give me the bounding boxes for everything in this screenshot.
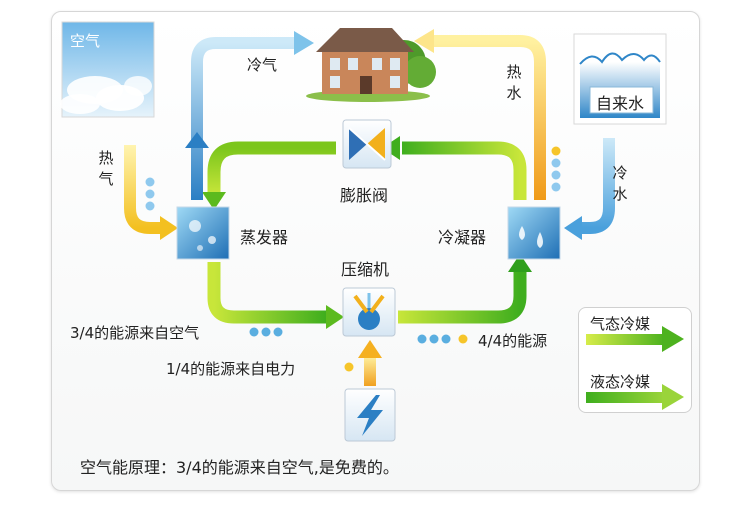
- water-tile: [573, 33, 667, 125]
- compressor-label: 压缩机: [341, 260, 390, 279]
- cold-water-flow: [564, 138, 615, 240]
- house-icon: [306, 28, 436, 102]
- condenser-cube-icon: [507, 206, 561, 260]
- cold-air-label: 冷气: [247, 56, 278, 74]
- compressor-icon: [342, 287, 396, 337]
- legend-liquid-label: 液态冷媒: [590, 373, 651, 391]
- hot-water-flow: [414, 29, 546, 200]
- water-tile-label: 自来水: [596, 94, 645, 113]
- energy-electric-label: 1/4的能源来自电力: [166, 360, 296, 378]
- hot-air-flow: [124, 145, 178, 240]
- hot-water-label: 热水: [506, 63, 522, 102]
- cold-water-label: 冷水: [612, 164, 628, 203]
- refrigerant-loop: [202, 136, 532, 329]
- hot-air-label: 热气: [98, 149, 114, 188]
- expansion-valve-icon: [342, 119, 392, 169]
- lightning-icon: [344, 388, 396, 442]
- principle-caption: 空气能原理：3/4的能源来自空气,是免费的。: [80, 458, 399, 477]
- condenser-label: 冷凝器: [438, 228, 487, 247]
- air-tile-label: 空气: [70, 32, 101, 50]
- energy-total-label: 4/4的能源: [478, 332, 548, 350]
- evaporator-cube-icon: [176, 206, 230, 260]
- evaporator-label: 蒸发器: [240, 228, 289, 247]
- expansion-valve-label: 膨胀阀: [340, 186, 389, 205]
- electric-flow: [358, 340, 382, 386]
- air-tile: [60, 21, 155, 118]
- legend-gas-label: 气态冷媒: [590, 315, 651, 333]
- cold-air-flow: [185, 31, 314, 200]
- energy-air-label: 3/4的能源来自空气: [70, 324, 200, 342]
- flow-dots: [145, 146, 561, 372]
